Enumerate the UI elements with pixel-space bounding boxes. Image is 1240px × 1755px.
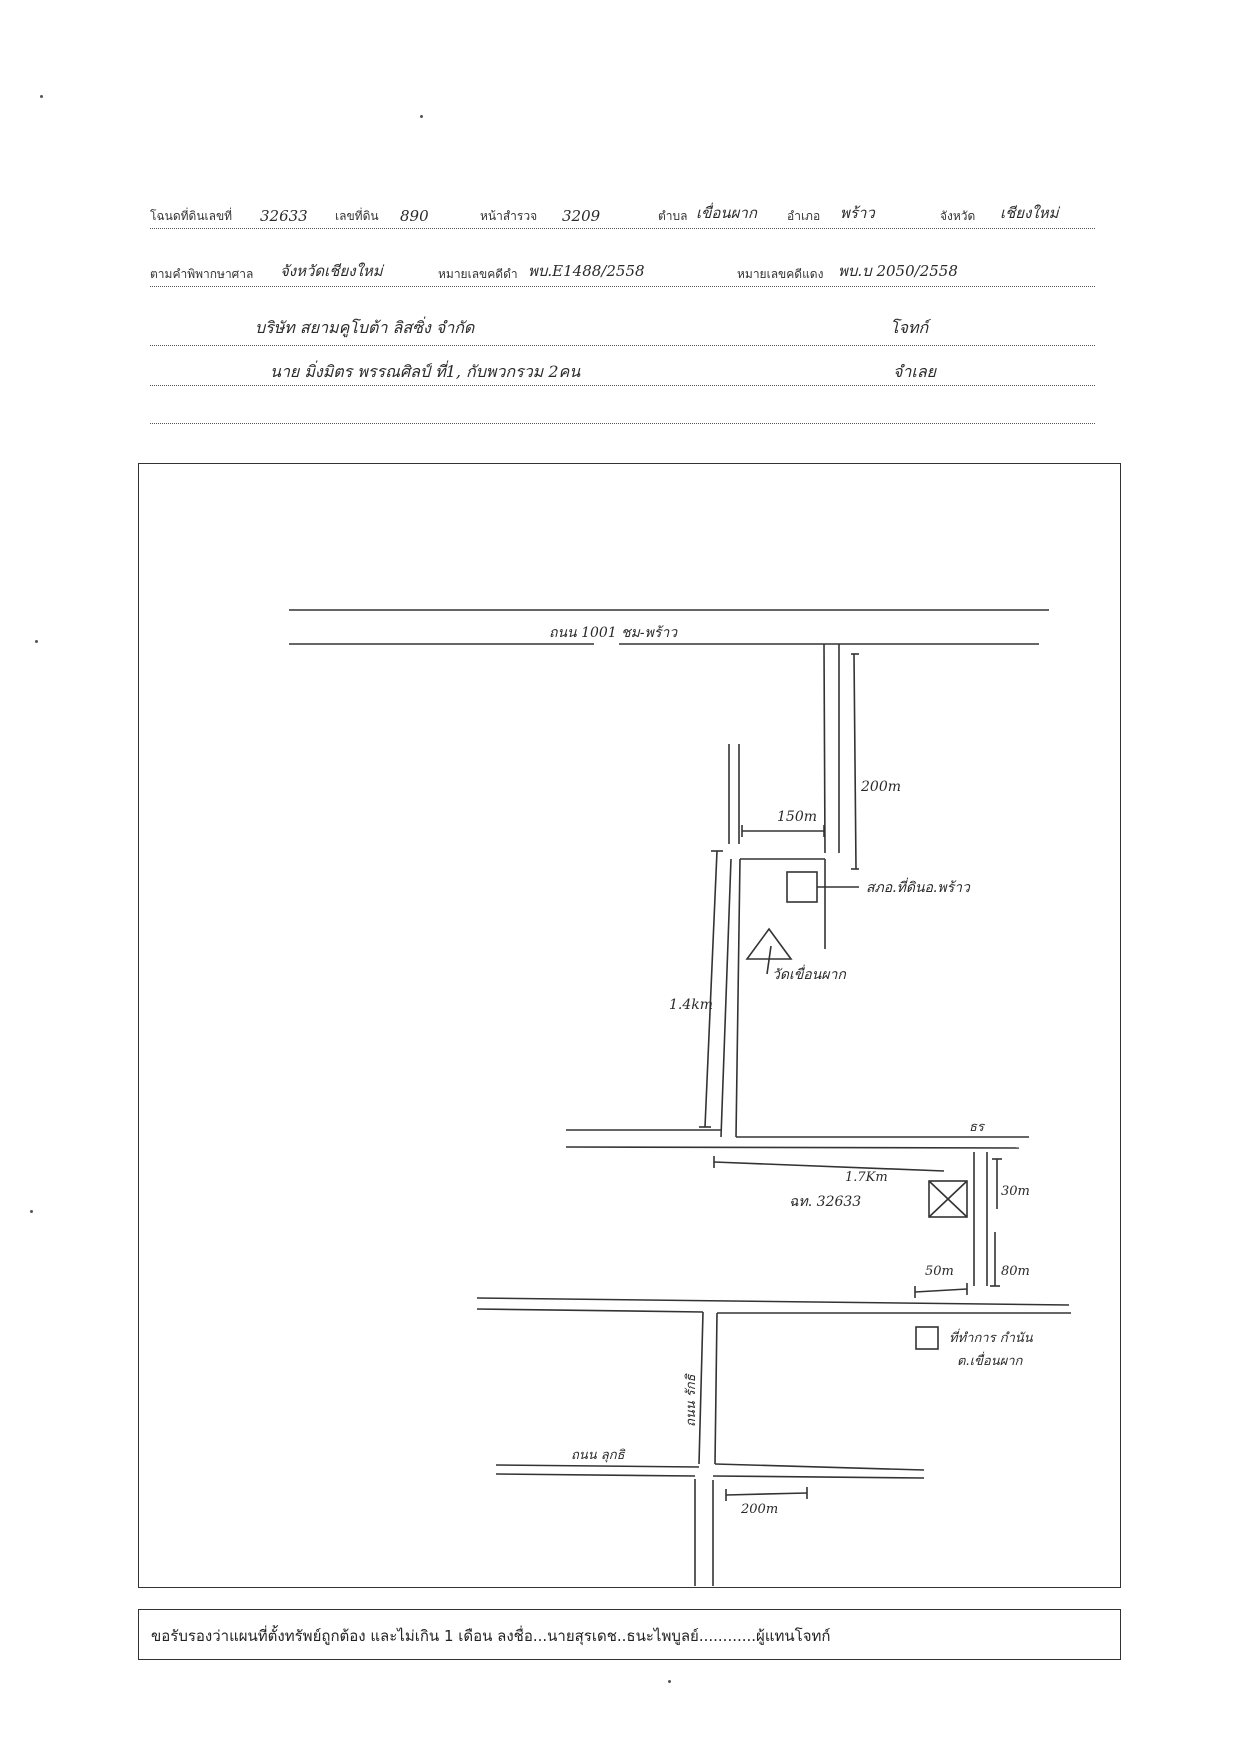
branch-road-left	[823, 643, 826, 854]
land-label: เลขที่ดิน	[335, 209, 379, 223]
dim-50m	[914, 1288, 968, 1293]
deed-label: โฉนดที่ดินเลขที่	[150, 209, 233, 223]
lower-road-top	[476, 1297, 1070, 1306]
lower-vertical-road-right	[714, 1312, 718, 1465]
amphoe-label: อำเภอ	[787, 209, 821, 223]
certification-text: ขอรับรองว่าแผนที่ตั้งทรัพย์ถูกต้อง และไม…	[151, 1627, 831, 1645]
defendant-line	[150, 385, 1095, 386]
label-80m: 80m	[1001, 1264, 1030, 1279]
red-case-label: หมายเลขคดีแดง	[737, 267, 824, 281]
label-200m: 200m	[861, 779, 901, 795]
middle-road-bottom	[565, 1146, 1020, 1149]
scan-speck	[35, 640, 38, 643]
label-30m: 30m	[1001, 1184, 1030, 1199]
bottom-road-top	[495, 1464, 700, 1468]
label-bend: ธร	[969, 1120, 984, 1135]
tambon-value: เขื่อนผาก	[696, 204, 757, 222]
label-tambon-office-2: ต.เขื่อนผาก	[957, 1354, 1023, 1369]
page-label: หน้าสำรวจ	[480, 209, 538, 223]
amphoe-value: พร้าว	[840, 204, 875, 222]
label-road-main: ถนน 1001 ชม-พร้าว	[549, 625, 678, 641]
label-200m-b: 200m	[741, 1502, 779, 1517]
label-1-4km: 1.4km	[669, 997, 714, 1013]
bottom-road-right-bottom	[712, 1475, 925, 1479]
label-150m: 150m	[777, 809, 817, 825]
red-case-value: พบ.บ 2050/2558	[838, 262, 958, 280]
court-label: ตามคำพิพากษาศาล	[150, 267, 254, 281]
lower-vertical-road-left	[698, 1311, 704, 1465]
label-deed-ref: ฉท. 32633	[789, 1194, 862, 1210]
bottom-road-right-top	[714, 1463, 925, 1471]
plaintiff-role: โจทก์	[890, 318, 929, 337]
label-road-lower: ถนน ลุกธิ	[571, 1448, 625, 1463]
central-road-left	[720, 858, 732, 1138]
label-road-vertical: ถนน รักธิ	[684, 1374, 699, 1427]
bottom-road-bottom	[495, 1473, 696, 1477]
province-label: จังหวัด	[940, 209, 976, 223]
province-value: เชียงใหม่	[1000, 204, 1059, 222]
header-row-court: ตามคำพิพากษาศาล จังหวัดเชียงใหม่ หมายเลข…	[150, 258, 1095, 287]
blank-line	[150, 423, 1095, 424]
defendant-name: นาย มิ่งมิตร พรรณศิลป์ ที่1, กับพวกรวม 2…	[270, 362, 581, 381]
black-case-label: หมายเลขคดีดำ	[438, 267, 518, 281]
dim-1-7km	[713, 1161, 945, 1172]
dim-200m-b	[725, 1492, 808, 1496]
location-map: ถนน 1001 ชม-พร้าว 200m 150m 1.4km สภอ.ที…	[138, 463, 1121, 1588]
defendant-role: จำเลย	[893, 362, 937, 381]
label-land-office: สภอ.ที่ดินอ.พร้าว	[866, 880, 970, 896]
label-50m: 50m	[925, 1264, 954, 1279]
land-number: 890	[400, 207, 429, 225]
tambon-office-building	[915, 1326, 939, 1350]
dim-200m	[853, 653, 857, 870]
tambon-label: ตำบล	[658, 209, 688, 223]
lower-road-bottom-left	[476, 1308, 704, 1313]
deed-number: 32633	[260, 207, 308, 225]
black-case-value: พบ.E1488/2558	[528, 262, 645, 280]
scan-speck	[40, 95, 43, 98]
label-temple: วัดเขื่อนผาก	[772, 967, 846, 983]
certification-box: ขอรับรองว่าแผนที่ตั้งทรัพย์ถูกต้อง และไม…	[138, 1609, 1121, 1660]
plaintiff-name: บริษัท สยามคูโบต้า ลิสซิ่ง จำกัด	[255, 318, 475, 337]
map-drawing	[289, 609, 1071, 1586]
plaintiff-line	[150, 345, 1095, 346]
label-1-7km: 1.7Km	[845, 1170, 888, 1185]
label-tambon-office-1: ที่ทำการ กำนัน	[949, 1331, 1033, 1346]
dim-1-4km	[704, 850, 718, 1128]
header-row-deed: โฉนดที่ดินเลขที่ 32633 เลขที่ดิน 890 หน้…	[150, 200, 1095, 229]
parcel-32633	[928, 1180, 968, 1218]
page-number: 3209	[562, 207, 601, 225]
court-value: จังหวัดเชียงใหม่	[280, 262, 383, 280]
scan-speck	[420, 115, 423, 118]
scan-speck	[668, 1680, 671, 1683]
land-office-building	[786, 871, 818, 903]
scan-speck	[30, 1210, 33, 1213]
central-road-right	[735, 858, 741, 1138]
